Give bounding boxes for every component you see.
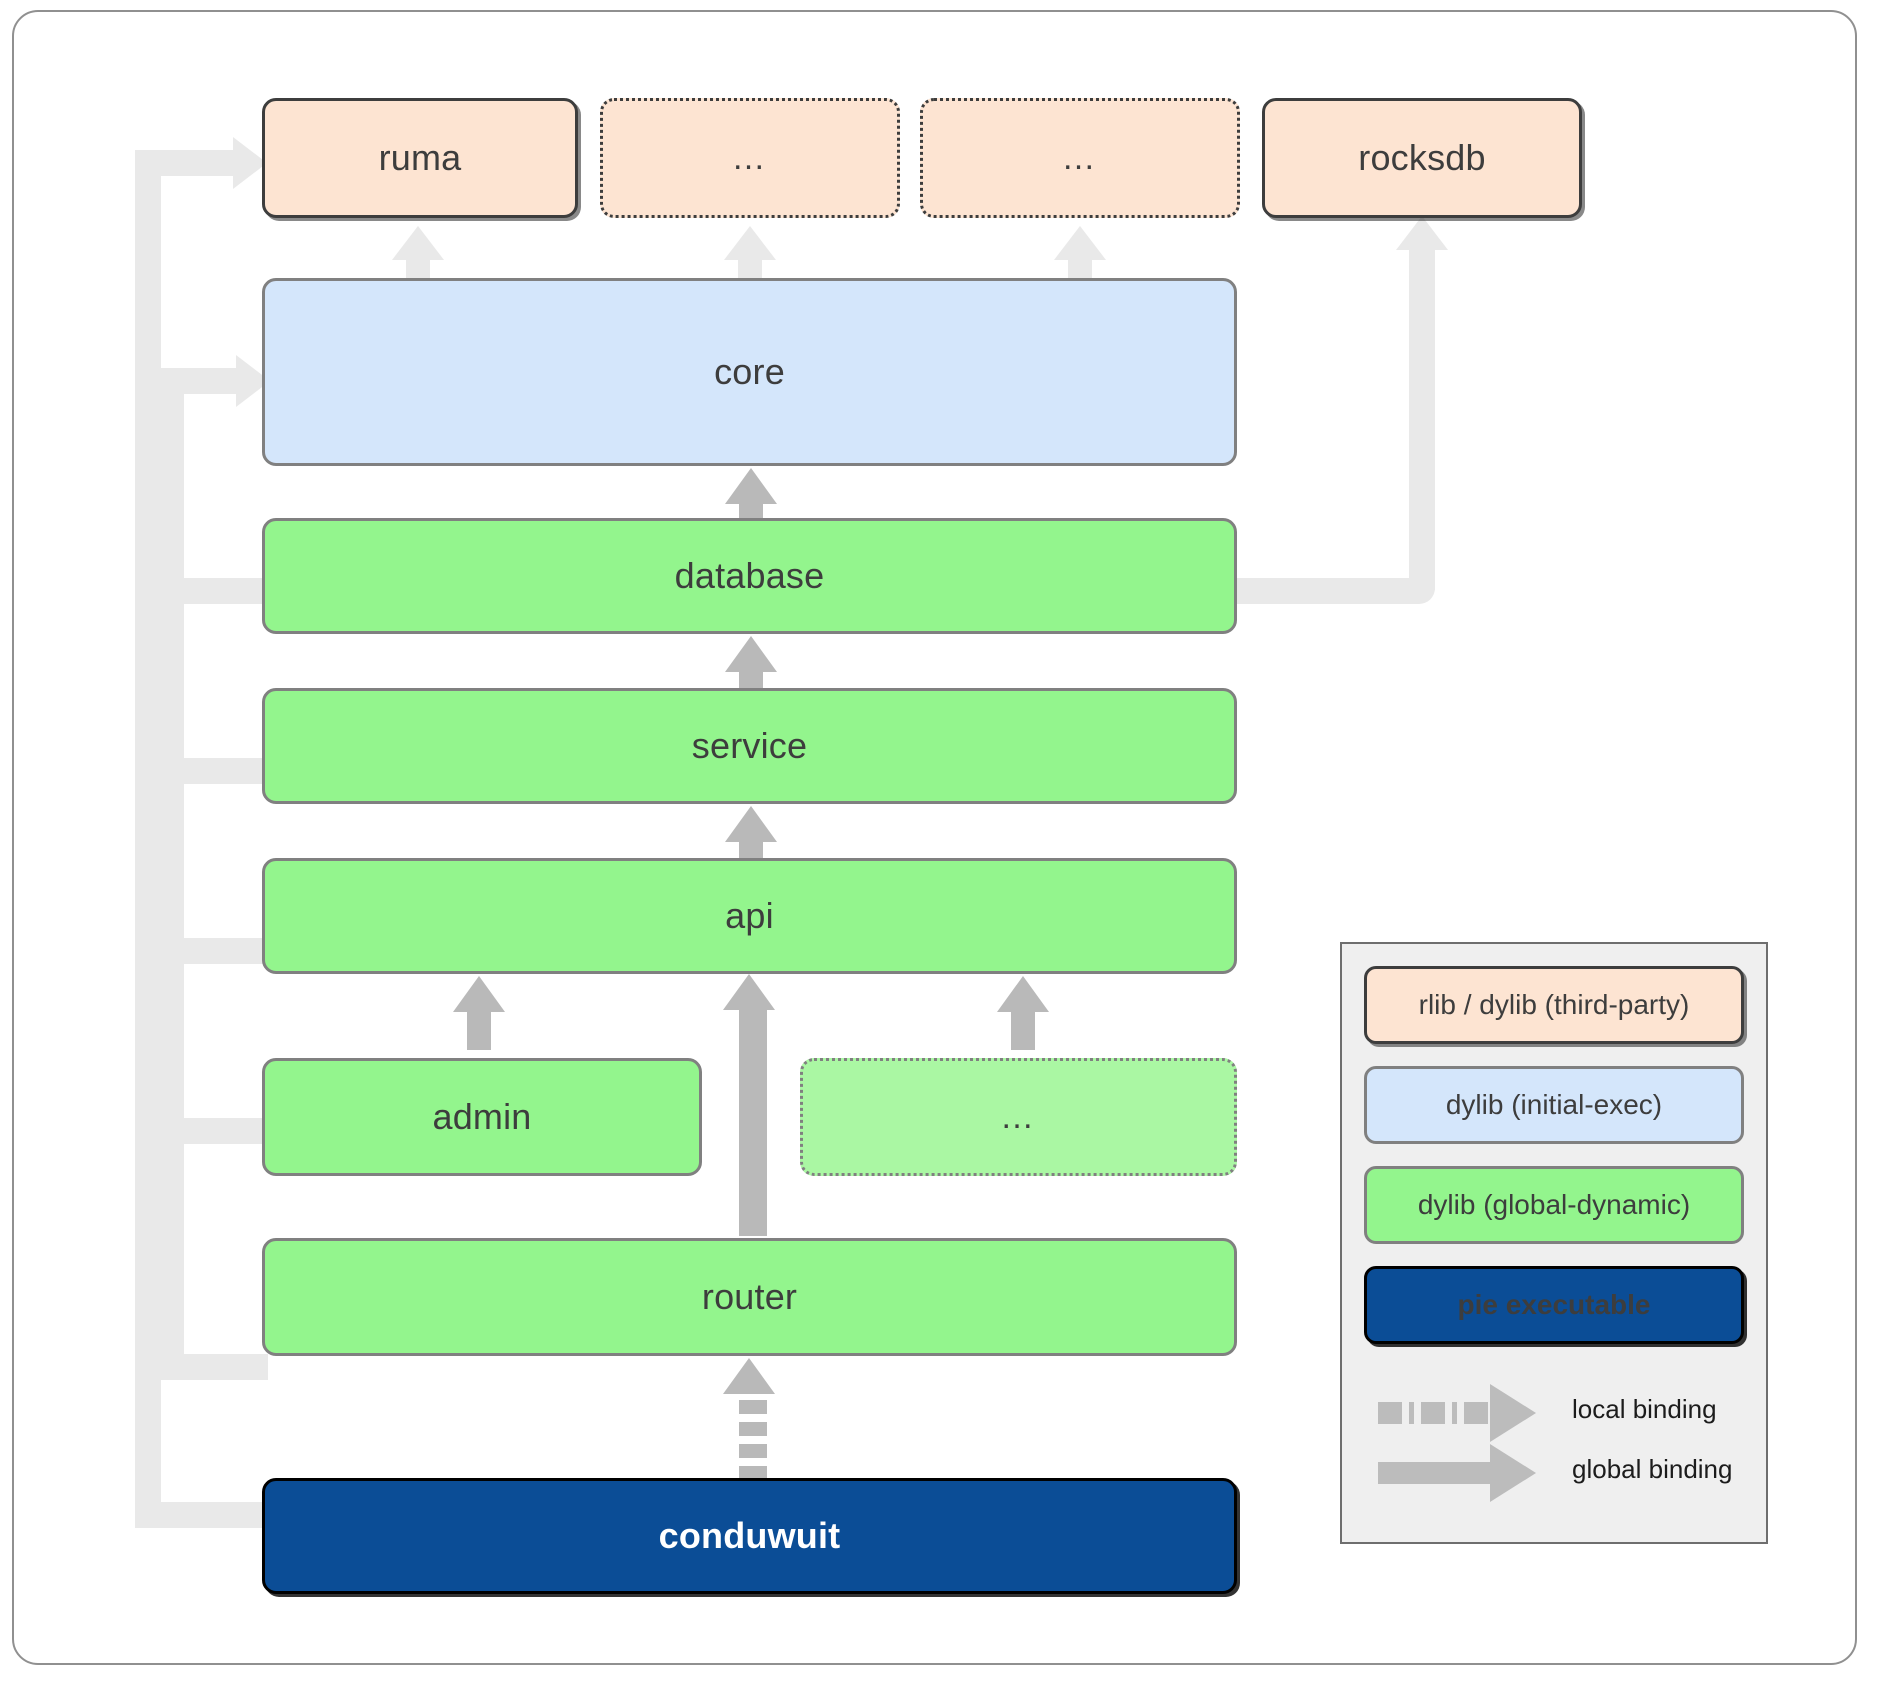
legend-label-global-binding: global binding — [1572, 1454, 1733, 1484]
node-api-label: api — [725, 895, 774, 936]
node-third-ellipsis-1-label: … — [731, 139, 769, 177]
edge-service-to-database-shaft — [739, 668, 763, 690]
node-admin[interactable]: admin — [262, 1058, 702, 1176]
bus-outer-vertical — [135, 150, 161, 1528]
node-router[interactable]: router — [262, 1238, 1237, 1356]
bus-inner-bottom-to-router — [158, 1354, 268, 1380]
arrowhead-core-to-ellipsis2 — [1054, 226, 1106, 260]
legend-label-local-binding: local binding — [1572, 1394, 1717, 1424]
node-core[interactable]: core — [262, 278, 1237, 466]
node-ruma-label: ruma — [378, 137, 462, 178]
node-api[interactable]: api — [262, 858, 1237, 974]
bus-database-to-rocksdb-vertical — [1409, 250, 1435, 590]
edge-database-to-core-shaft — [739, 500, 763, 522]
arrowhead-bus-outer-to-ruma — [233, 137, 267, 189]
bus-inner-top-to-core — [158, 368, 238, 394]
arrowhead-service-to-database — [725, 636, 777, 672]
arrowhead-admin-to-api — [453, 976, 505, 1012]
arrowhead-core-to-ellipsis1 — [724, 226, 776, 260]
legend-label-third-party: rlib / dylib (third-party) — [1418, 989, 1690, 1020]
node-admin-ellipsis-label: … — [1000, 1098, 1037, 1136]
legend-label-pie-executable: pie executable — [1457, 1289, 1651, 1320]
node-rocksdb[interactable]: rocksdb — [1262, 98, 1582, 218]
node-admin-label: admin — [432, 1096, 532, 1137]
legend-label-global-dynamic: dylib (global-dynamic) — [1417, 1189, 1691, 1220]
arrowhead-router-to-api — [723, 974, 775, 1010]
global-binding-arrow-icon — [1378, 1462, 1496, 1484]
node-service[interactable]: service — [262, 688, 1237, 804]
arrowhead-database-to-rocksdb — [1396, 216, 1448, 250]
node-third-ellipsis-1[interactable]: … — [600, 98, 900, 218]
legend-panel: rlib / dylib (third-party) dylib (initia… — [1340, 942, 1768, 1544]
edge-api-to-service-shaft — [739, 838, 763, 860]
global-binding-arrowhead-icon — [1490, 1444, 1536, 1502]
node-core-label: core — [714, 351, 785, 392]
arrowhead-conduwuit-to-router — [723, 1358, 775, 1394]
node-rocksdb-label: rocksdb — [1358, 137, 1486, 178]
legend-row-local-binding: local binding — [1360, 1382, 1752, 1442]
bus-stub-service — [158, 758, 268, 784]
arrowhead-database-to-core — [725, 468, 777, 504]
bus-stub-database — [158, 578, 268, 604]
edge-admin-to-api-shaft — [467, 1008, 491, 1050]
bus-inner-vertical — [158, 368, 184, 1380]
node-third-ellipsis-2[interactable]: … — [920, 98, 1240, 218]
legend-swatch-global-dynamic: dylib (global-dynamic) — [1364, 1166, 1744, 1244]
node-service-label: service — [691, 725, 808, 766]
edge-router-to-api-shaft — [739, 1008, 767, 1236]
edge-conduwuit-to-router-shaft — [739, 1392, 767, 1480]
node-database[interactable]: database — [262, 518, 1237, 634]
local-binding-arrow-icon — [1378, 1402, 1496, 1424]
arrowhead-api-to-service — [725, 806, 777, 842]
legend-swatch-pie-executable: pie executable — [1364, 1266, 1744, 1344]
legend-swatch-third-party: rlib / dylib (third-party) — [1364, 966, 1744, 1044]
bus-database-to-rocksdb-horizontal — [1235, 578, 1435, 604]
local-binding-arrowhead-icon — [1490, 1384, 1536, 1442]
bus-stub-api — [158, 938, 268, 964]
node-database-label: database — [674, 555, 825, 596]
bus-stub-admin — [158, 1118, 268, 1144]
node-ruma[interactable]: ruma — [262, 98, 578, 218]
arrowhead-admin-ellipsis-to-api — [997, 976, 1049, 1012]
node-third-ellipsis-2-label: … — [1061, 139, 1099, 177]
legend-swatch-initial-exec: dylib (initial-exec) — [1364, 1066, 1744, 1144]
arrowhead-core-to-ruma — [392, 226, 444, 260]
edge-admin-ellipsis-to-api-shaft — [1011, 1008, 1035, 1050]
node-conduwuit-label: conduwuit — [658, 1515, 841, 1556]
legend-label-initial-exec: dylib (initial-exec) — [1445, 1089, 1663, 1120]
bus-outer-bottom-to-conduwuit — [135, 1502, 265, 1528]
node-conduwuit[interactable]: conduwuit — [262, 1478, 1237, 1594]
legend-row-global-binding: global binding — [1360, 1442, 1752, 1502]
bus-outer-top-to-ruma — [135, 150, 235, 176]
node-router-label: router — [701, 1276, 798, 1317]
node-admin-ellipsis[interactable]: … — [800, 1058, 1237, 1176]
